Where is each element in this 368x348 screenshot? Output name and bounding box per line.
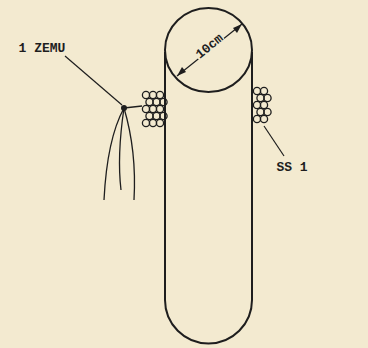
stitch-bead	[153, 112, 160, 119]
stitch-bead	[149, 119, 156, 126]
leader-line	[65, 56, 122, 105]
cylinder-top	[165, 8, 252, 92]
cylinder-body	[165, 52, 252, 343]
yarn-strand	[120, 108, 124, 190]
stitch-bead	[260, 115, 267, 122]
stitch-label: 1 ZEMU	[19, 42, 66, 55]
stitch-bead	[253, 87, 260, 94]
stitch-bead	[253, 101, 260, 108]
stitch-bead	[142, 91, 149, 98]
stitch-bead	[156, 105, 163, 112]
stitch-bead	[156, 119, 163, 126]
stitch-bead	[260, 87, 267, 94]
knot	[121, 105, 127, 111]
stitch-bead	[146, 112, 153, 119]
stitch-bead	[260, 101, 267, 108]
stitch-bead	[264, 108, 271, 115]
leader-line	[264, 126, 284, 156]
stitch-bead	[160, 98, 167, 105]
stitch-bead	[142, 105, 149, 112]
stitch-bead	[253, 115, 260, 122]
yarn-strand	[124, 108, 135, 200]
stitch-bead	[149, 91, 156, 98]
diameter-line	[177, 24, 242, 76]
stitch-bead	[149, 105, 156, 112]
stitch-bead	[142, 119, 149, 126]
stitch-bead	[156, 91, 163, 98]
stitch-bead	[257, 94, 264, 101]
stitch-label: SS 1	[276, 161, 307, 174]
arrowheads	[177, 24, 242, 76]
stitch-bead	[153, 98, 160, 105]
yarn-strand	[104, 108, 124, 200]
stitch-bead	[146, 98, 153, 105]
stitch-bead	[257, 108, 264, 115]
stitch-chain	[142, 87, 271, 126]
dimension-label: 10cm	[193, 30, 227, 61]
stitch-bead	[160, 112, 167, 119]
stitch-bead	[264, 94, 271, 101]
